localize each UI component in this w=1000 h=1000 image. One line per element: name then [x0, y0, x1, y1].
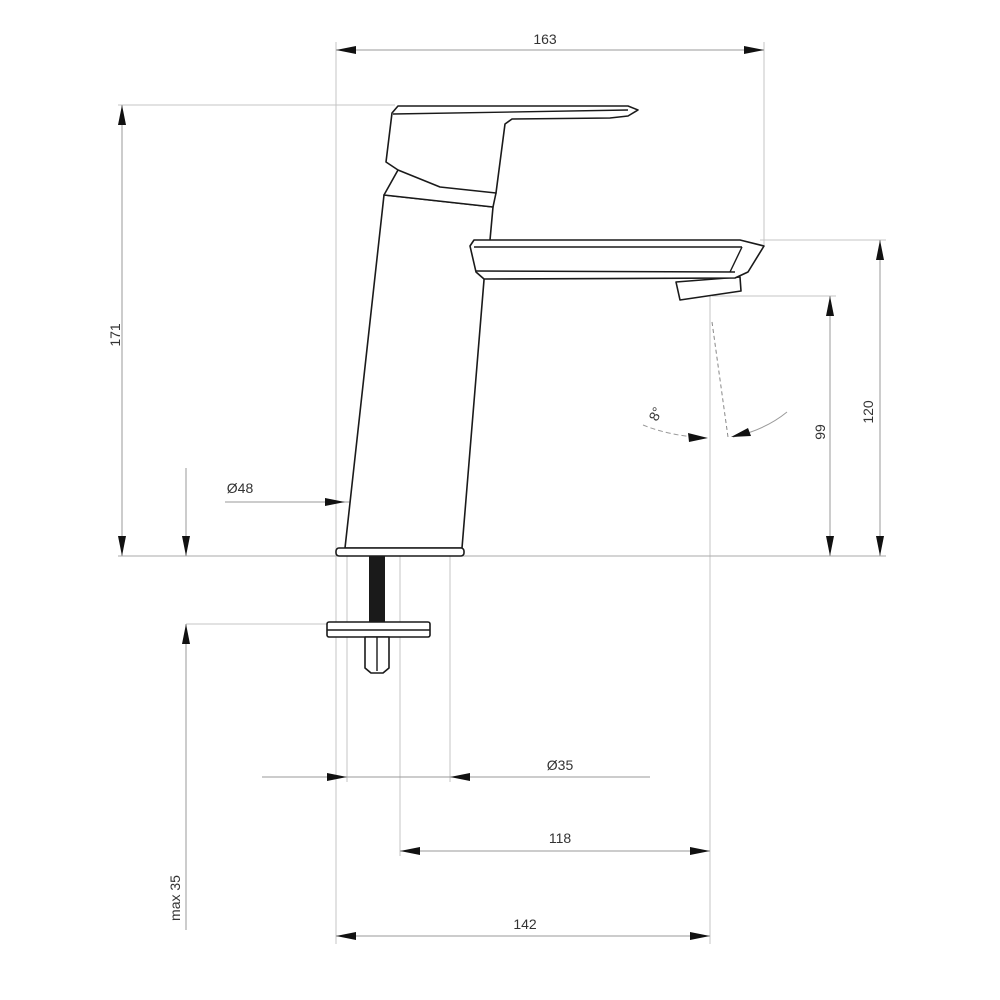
dimension-max35: max 35 — [167, 468, 190, 930]
dim-label-120: 120 — [860, 400, 876, 424]
faucet-handle-lever[interactable] — [385, 105, 639, 194]
dim-label-max35: max 35 — [167, 875, 183, 921]
dim-label-118: 118 — [549, 830, 572, 846]
dimension-171: 171 — [107, 105, 126, 556]
dim-label-171: 171 — [107, 323, 123, 347]
extension-lines — [118, 42, 886, 944]
threaded-rod — [369, 556, 385, 622]
faucet-spout — [469, 239, 765, 301]
dimension-angle: 8° — [642, 321, 788, 442]
dim-label-d48: Ø48 — [227, 480, 254, 496]
dimension-118: 118 — [400, 830, 710, 855]
faucet-base — [335, 547, 465, 557]
dim-label-99: 99 — [812, 424, 828, 440]
dim-label-163: 163 — [533, 31, 557, 47]
dimension-120: 120 — [860, 240, 884, 556]
dimension-142: 142 — [336, 916, 710, 940]
dimension-99: 99 — [812, 296, 834, 556]
dim-label-angle: 8° — [645, 404, 665, 423]
dimension-d35: Ø35 — [262, 757, 650, 781]
dimension-163: 163 — [336, 31, 764, 54]
dim-label-d35: Ø35 — [547, 757, 574, 773]
mounting-hardware — [326, 556, 431, 674]
dim-label-142: 142 — [513, 916, 537, 932]
